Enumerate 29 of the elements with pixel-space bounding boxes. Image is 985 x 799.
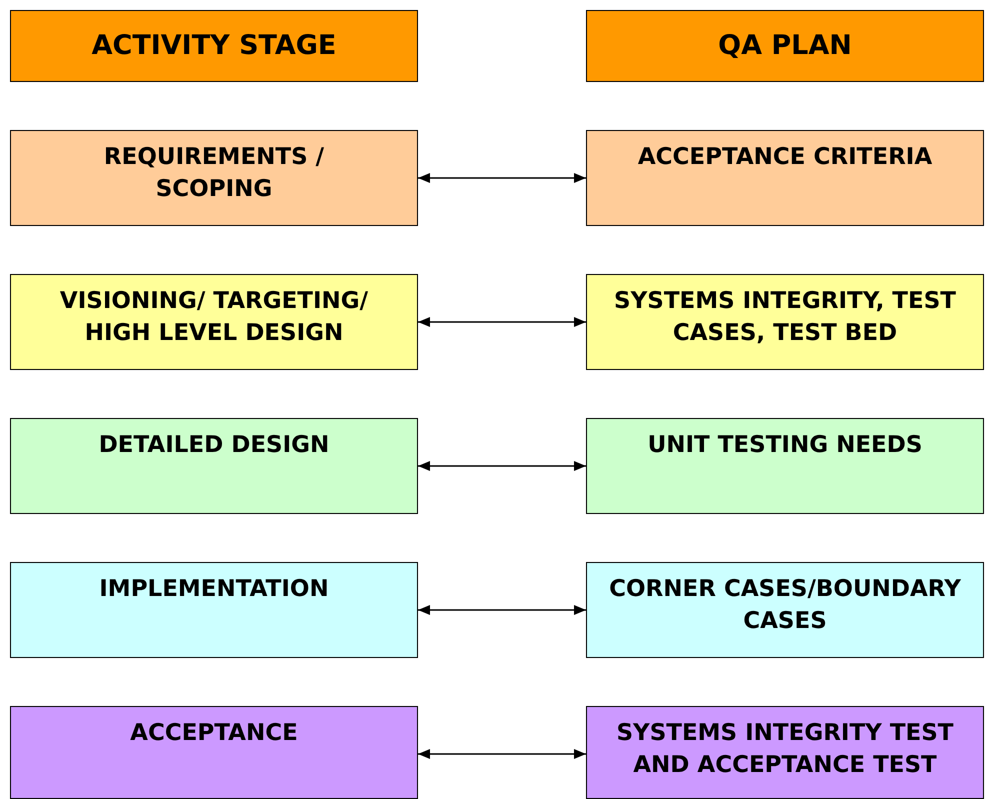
activity-stage-box [10,706,418,799]
double-arrow [418,749,586,759]
column-header-box [586,10,984,82]
box-label: REQUIREMENTS / SCOPING [102,143,326,204]
qa-plan-box [586,418,984,514]
qa-plan-box [586,562,984,658]
qa-plan-box [586,274,984,370]
box-label: CORNER CASES/BOUNDARY CASES [609,575,961,636]
activity-stage-box [10,274,418,370]
box-label: ACTIVITY STAGE [92,30,336,62]
box-label: IMPLEMENTATION [98,575,330,604]
box-label: SYSTEMS INTEGRITY, TEST CASES, TEST BED [613,287,957,348]
box-label: UNIT TESTING NEEDS [646,431,924,460]
column-header-box [10,10,418,82]
box-label: DETAILED DESIGN [98,431,330,460]
box-label: ACCEPTANCE [129,719,299,748]
box-label: SYSTEMS INTEGRITY TEST AND ACCEPTANCE TEST [615,719,954,780]
qa-plan-box [586,130,984,226]
activity-stage-box [10,418,418,514]
activity-stage-box [10,130,418,226]
double-arrow [418,461,586,471]
double-arrow [418,605,586,615]
double-arrow [418,317,586,327]
qa-plan-box [586,706,984,799]
box-label: VISIONING/ TARGETING/ HIGH LEVEL DESIGN [58,287,370,348]
box-label: ACCEPTANCE CRITERIA [636,143,934,172]
box-label: QA PLAN [718,30,852,62]
double-arrow [418,173,586,183]
activity-stage-box [10,562,418,658]
